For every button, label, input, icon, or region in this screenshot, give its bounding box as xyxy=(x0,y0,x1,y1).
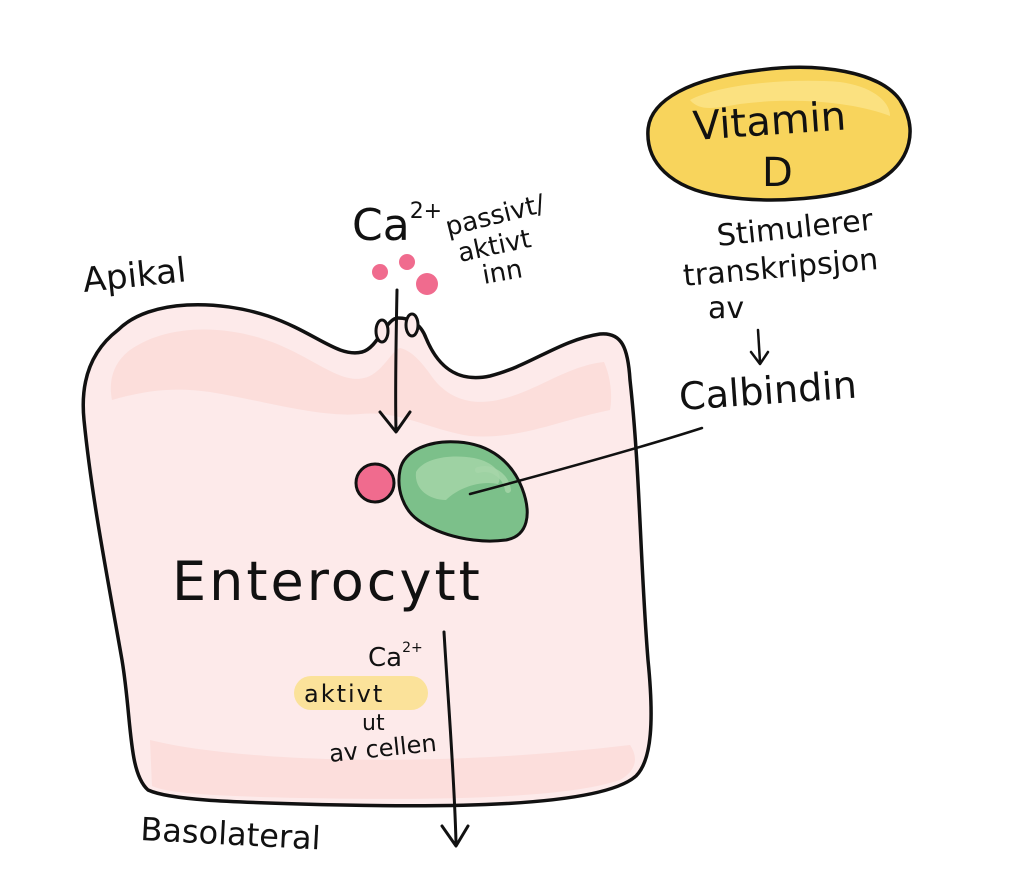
calcium-in-charge: 2+ xyxy=(410,199,442,224)
passive-active-line3: inn xyxy=(480,254,525,291)
calcium-in-symbol: Ca xyxy=(352,200,410,251)
stimulates-line2: transkripsjon xyxy=(682,242,880,294)
enterocyte-cell xyxy=(81,303,653,808)
calcium-out-label: Ca2+ xyxy=(368,640,423,673)
calcium-ions-entering xyxy=(372,254,438,295)
calbindin-label: Calbindin xyxy=(678,363,859,419)
calcium-out-charge: 2+ xyxy=(402,640,423,656)
calcium-ion xyxy=(372,264,388,280)
calcium-ion xyxy=(399,254,415,270)
exit-arrow xyxy=(440,630,470,848)
calbindin-leader-line xyxy=(468,426,704,496)
uptake-arrow xyxy=(378,288,412,434)
active-transport-highlight xyxy=(294,676,428,710)
calcium-ion xyxy=(416,273,438,295)
active-out-line1: aktivt xyxy=(304,680,384,708)
vitamin-d-label-line1: Vitamin xyxy=(691,93,847,150)
apical-channel xyxy=(374,312,420,344)
apical-label: Apikal xyxy=(81,250,188,301)
basolateral-label: Basolateral xyxy=(140,810,322,857)
bound-calcium-ion xyxy=(354,462,396,504)
vitamin-d-label-line2: D xyxy=(762,150,793,196)
stimulates-line3: av xyxy=(708,291,744,326)
vitamin-d-blob xyxy=(646,65,912,202)
stimulation-arrow xyxy=(749,328,770,366)
cell-apical-shade xyxy=(110,329,612,437)
enterocyte-label: Enterocytt xyxy=(172,550,483,613)
calcium-out-symbol: Ca xyxy=(368,643,402,673)
active-out-line2: ut xyxy=(362,711,385,736)
calbindin-protein xyxy=(397,440,529,543)
cell-basal-shade xyxy=(150,740,635,799)
calcium-in-label: Ca2+ xyxy=(352,199,442,251)
